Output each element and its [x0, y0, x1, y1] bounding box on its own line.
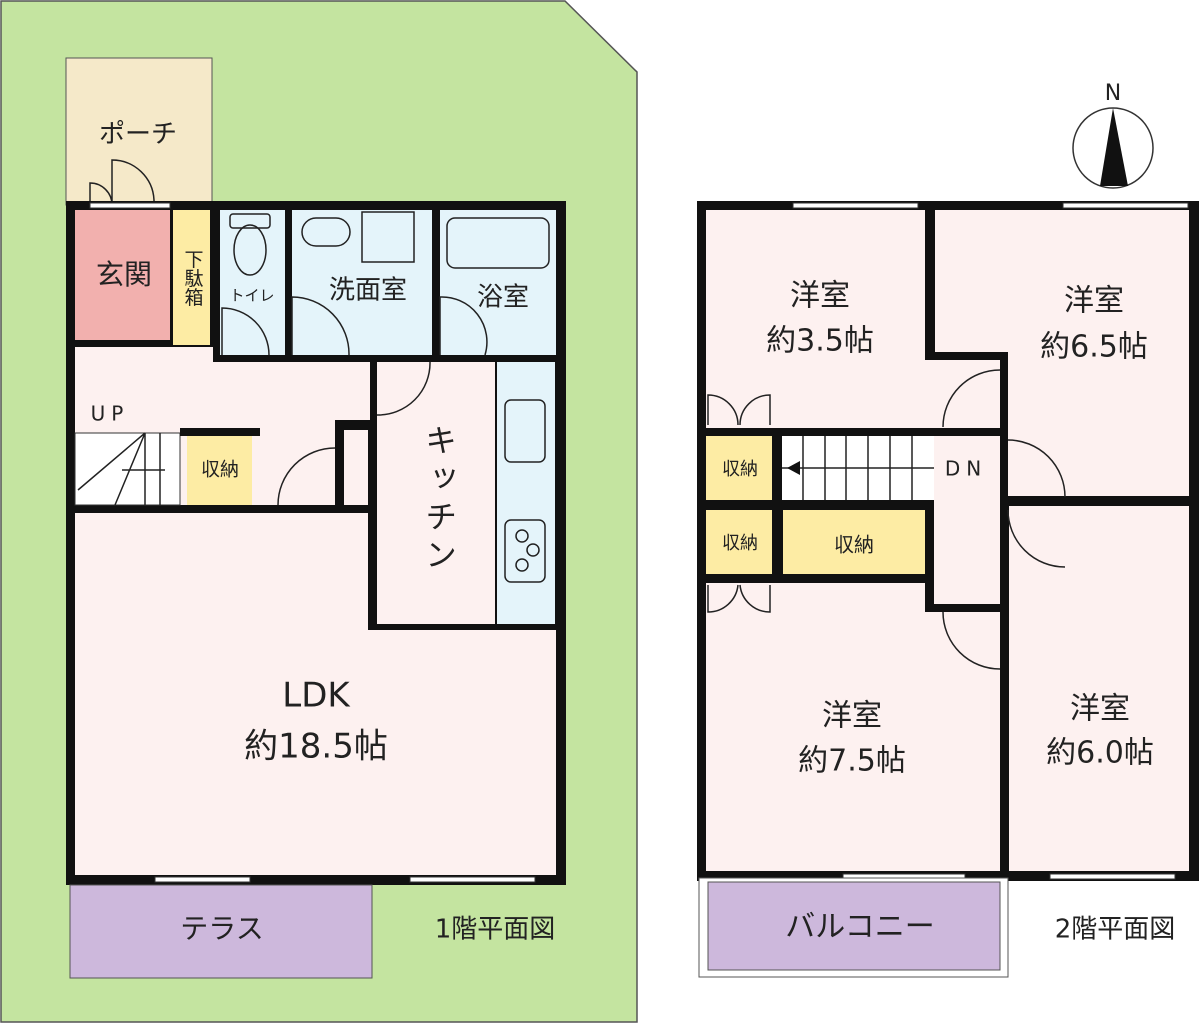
- terrace: [69, 884, 373, 979]
- storage-2f-1-label: 収納: [722, 459, 758, 480]
- storage-2f-2-label: 収納: [722, 533, 758, 554]
- door-arcs: [221, 296, 488, 356]
- storage-2f-3-label: 収納: [834, 533, 874, 557]
- room-7-5: [706, 583, 1000, 871]
- storage-2f-1: [706, 436, 772, 500]
- porch: [65, 57, 213, 206]
- bath: [440, 210, 556, 355]
- room-6-0: [1009, 506, 1189, 871]
- window: [154, 876, 251, 883]
- window: [89, 202, 171, 209]
- kitchen-label: キッチン: [420, 424, 458, 576]
- hallway-2f: [934, 436, 1000, 604]
- toilet-icon: [229, 213, 271, 276]
- kitchen: [377, 362, 495, 624]
- room-3-5-label: 洋室: [790, 279, 850, 314]
- room-3-5-size: 約3.5帖: [766, 324, 874, 359]
- dn-label: DN: [945, 457, 987, 481]
- stairs-2f-lines: [782, 436, 934, 500]
- door-arc: [277, 447, 336, 506]
- bathtub-icon: [446, 217, 550, 269]
- storage-2f-3: [783, 510, 925, 574]
- floor2-caption: 2階平面図: [1055, 915, 1176, 945]
- porch-label: ポーチ: [99, 120, 177, 150]
- room-6-5-size: 約6.5帖: [1040, 330, 1148, 365]
- stairs-1f: [74, 432, 181, 506]
- stove-icon: [504, 399, 546, 583]
- bath-label: 浴室: [477, 283, 529, 313]
- compass-north: N: [1105, 81, 1121, 106]
- sink-icon: [301, 211, 415, 263]
- arrow-icon: [787, 461, 800, 475]
- window: [409, 876, 536, 883]
- toilet: [220, 210, 285, 355]
- storage-1f: [187, 436, 252, 505]
- storage-2f-2: [706, 510, 772, 574]
- window: [1062, 202, 1189, 209]
- room-6-0-size: 約6.0帖: [1046, 736, 1154, 771]
- room-7-5-label: 洋室: [822, 699, 882, 734]
- door-arc: [376, 361, 431, 416]
- getabako-label: 下駄箱: [182, 250, 204, 307]
- terrace-label: テラス: [180, 912, 263, 945]
- room-6-5-label: 洋室: [1064, 284, 1124, 319]
- storage-1f-label: 収納: [201, 459, 239, 481]
- window: [792, 202, 919, 209]
- getabako: [173, 210, 210, 345]
- room-6-5: [935, 210, 1189, 496]
- room-3-5: [706, 210, 1000, 428]
- genkan: [75, 210, 170, 340]
- window: [1049, 873, 1176, 880]
- ldk-label: LDK: [282, 676, 351, 716]
- washroom-label: 洗面室: [329, 276, 407, 306]
- compass-icon: [1072, 107, 1154, 189]
- stairs-lines: [77, 432, 165, 506]
- genkan-label: 玄関: [96, 258, 152, 291]
- floor1-caption: 1階平面図: [435, 915, 556, 945]
- kitchen-counter: [497, 362, 555, 624]
- ldk-size: 約18.5帖: [244, 727, 388, 767]
- room-6-0-label: 洋室: [1070, 692, 1130, 727]
- balcony-label: バルコニー: [785, 910, 934, 945]
- up-label: UP: [91, 402, 130, 426]
- balcony: [707, 881, 1001, 971]
- toilet-label: トイレ: [229, 287, 274, 305]
- room-7-5-size: 約7.5帖: [798, 744, 906, 779]
- door-arcs-2f: [707, 369, 1066, 670]
- ldk: [75, 513, 556, 875]
